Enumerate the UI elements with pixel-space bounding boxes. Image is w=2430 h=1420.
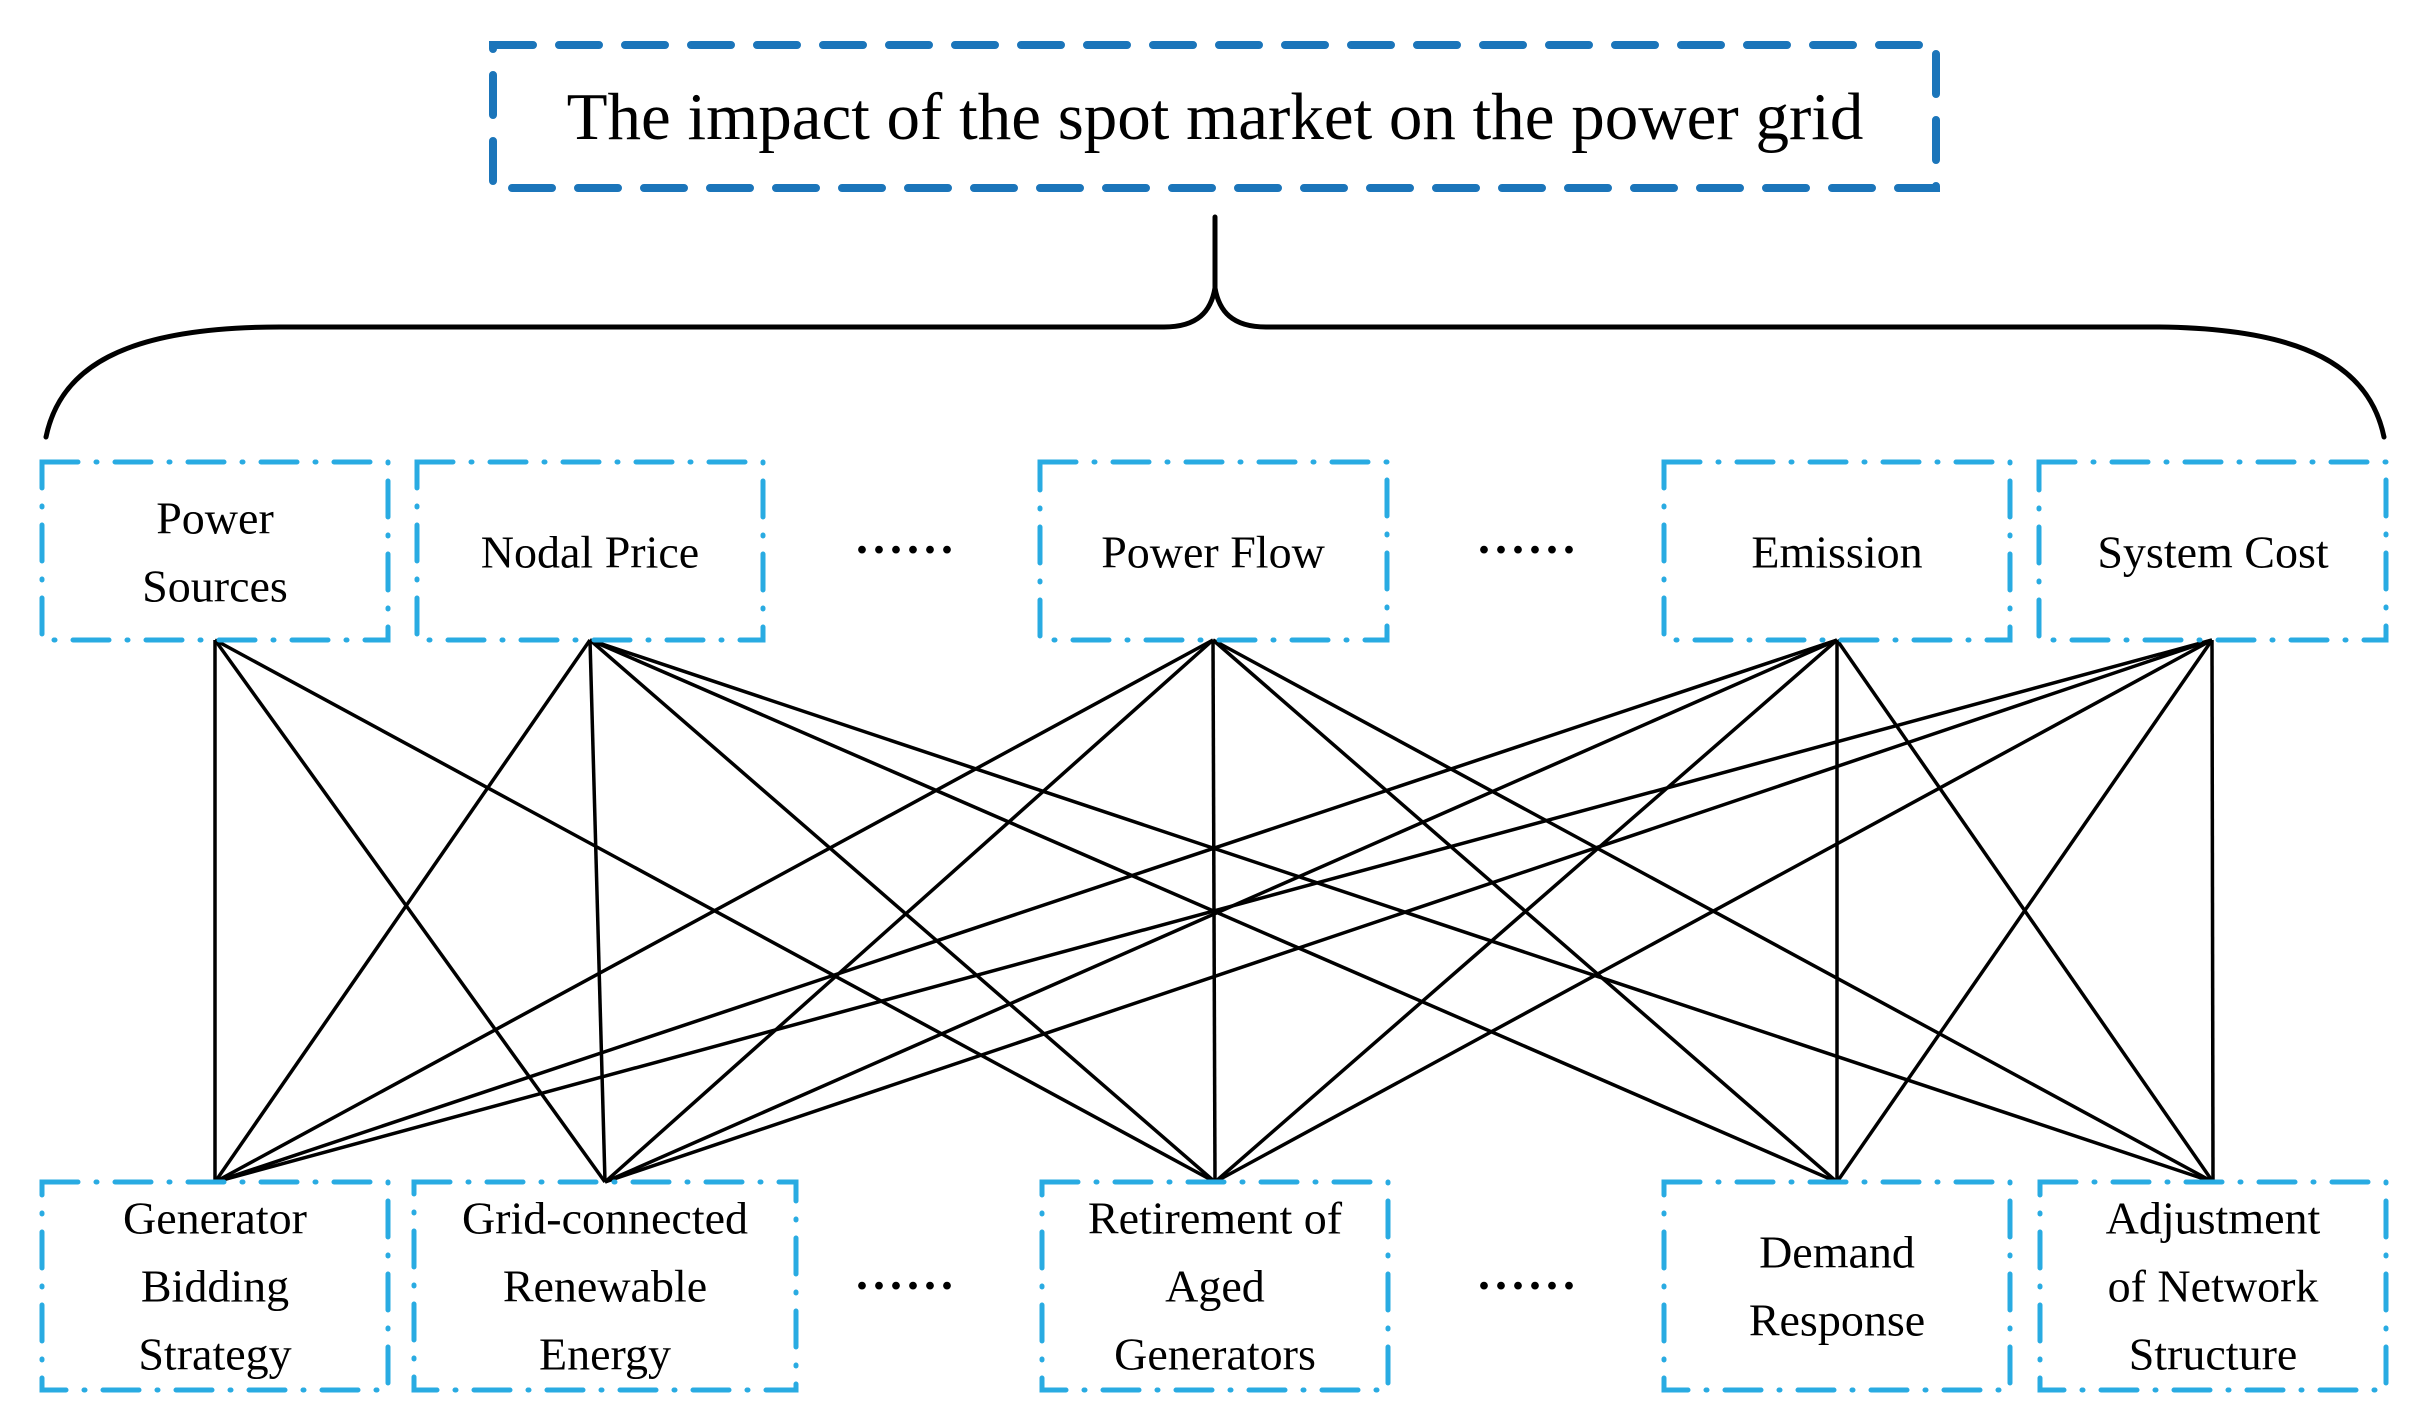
bottom-node-adjustment-of-network-structure: Adjustment of Network Structure bbox=[2037, 1179, 2389, 1393]
edge-nodal-price--retirement-of-aged-generators bbox=[588, 638, 1217, 1184]
curly-brace bbox=[43, 214, 2387, 440]
top-node-nodal-price: Nodal Price bbox=[414, 459, 766, 643]
nodal-price-label: Nodal Price bbox=[481, 527, 699, 578]
generator-bidding-strategy-line2: Bidding bbox=[141, 1261, 289, 1312]
edge-emission--retirement-of-aged-generators bbox=[1213, 638, 1839, 1184]
ellipsis-bottom-left: ······ bbox=[854, 1260, 956, 1313]
edge-emission--grid-connected-renewable-energy bbox=[604, 638, 1838, 1184]
adjustment-of-network-structure-box-border bbox=[2037, 1179, 2389, 1393]
ellipsis-bottom-right: ······ bbox=[1476, 1260, 1578, 1313]
grid-connected-renewable-energy-box-border bbox=[411, 1179, 799, 1393]
edge-system-cost--generator-bidding-strategy bbox=[214, 638, 2213, 1184]
adjustment-of-network-structure-line3: Structure bbox=[2129, 1329, 2298, 1380]
edge-lines-group bbox=[213, 638, 2215, 1184]
bottom-node-generator-bidding-strategy: Generator Bidding Strategy bbox=[39, 1179, 391, 1393]
top-node-power-flow: Power Flow bbox=[1037, 459, 1390, 643]
ellipsis-middle-left: ······ bbox=[854, 524, 956, 577]
adjustment-of-network-structure-line2: of Network bbox=[2108, 1261, 2319, 1312]
nodal-price-box-border bbox=[414, 459, 766, 643]
generator-bidding-strategy-line3: Strategy bbox=[138, 1329, 291, 1380]
grid-connected-renewable-energy-line2: Renewable bbox=[503, 1261, 707, 1312]
edge-system-cost--adjustment-of-network-structure bbox=[2210, 639, 2215, 1183]
grid-connected-renewable-energy-line1: Grid-connected bbox=[462, 1193, 748, 1244]
bottom-node-demand-response: Demand Response bbox=[1661, 1179, 2013, 1393]
demand-response-box-border bbox=[1661, 1179, 2013, 1393]
title-node: The impact of the spot market on the pow… bbox=[489, 41, 1940, 192]
emission-box-border bbox=[1661, 459, 2013, 643]
title-box-border bbox=[489, 41, 1940, 192]
bottom-node-grid-connected-renewable-energy: Grid-connected Renewable Energy bbox=[411, 1179, 799, 1393]
edge-nodal-price--generator-bidding-strategy bbox=[213, 639, 592, 1183]
power-sources-label-line1: Power bbox=[156, 493, 274, 544]
power-flow-box-border bbox=[1037, 459, 1390, 643]
top-node-system-cost: System Cost bbox=[2036, 459, 2389, 643]
demand-response-line1: Demand bbox=[1759, 1227, 1915, 1278]
top-node-power-sources: Power Sources bbox=[39, 459, 391, 643]
power-sources-label-line2: Sources bbox=[142, 561, 288, 612]
retirement-of-aged-generators-box-border bbox=[1039, 1179, 1391, 1393]
generator-bidding-strategy-box-border bbox=[39, 1179, 391, 1393]
power-sources-box-border bbox=[39, 459, 391, 643]
bottom-node-retirement-of-aged-generators: Retirement of Aged Generators bbox=[1039, 1179, 1391, 1393]
top-node-emission: Emission bbox=[1661, 459, 2013, 643]
edge-system-cost--grid-connected-renewable-energy bbox=[604, 638, 2213, 1184]
edge-nodal-price--grid-connected-renewable-energy bbox=[588, 639, 607, 1183]
edge-emission--generator-bidding-strategy bbox=[214, 638, 1838, 1184]
adjustment-of-network-structure-line1: Adjustment bbox=[2106, 1193, 2321, 1244]
generator-bidding-strategy-line1: Generator bbox=[123, 1193, 307, 1244]
edge-power-flow--grid-connected-renewable-energy bbox=[603, 638, 1215, 1184]
power-flow-label: Power Flow bbox=[1101, 527, 1325, 578]
edge-nodal-price--adjustment-of-network-structure bbox=[589, 638, 2214, 1184]
demand-response-line2: Response bbox=[1749, 1295, 1925, 1346]
brace-curve bbox=[43, 287, 2387, 440]
edge-power-sources--grid-connected-renewable-energy bbox=[213, 638, 607, 1184]
edge-system-cost--retirement-of-aged-generators bbox=[1214, 638, 2213, 1184]
ellipsis-middle-right: ······ bbox=[1476, 524, 1578, 577]
system-cost-box-border bbox=[2036, 459, 2389, 643]
edge-system-cost--demand-response bbox=[1835, 639, 2214, 1183]
page-title: The impact of the spot market on the pow… bbox=[567, 80, 1864, 154]
retirement-of-aged-generators-line3: Generators bbox=[1114, 1329, 1316, 1380]
emission-label: Emission bbox=[1751, 527, 1922, 578]
grid-connected-renewable-energy-line3: Energy bbox=[539, 1329, 671, 1380]
retirement-of-aged-generators-line2: Aged bbox=[1165, 1261, 1265, 1312]
edge-power-flow--generator-bidding-strategy bbox=[214, 638, 1214, 1184]
retirement-of-aged-generators-line1: Retirement of bbox=[1088, 1193, 1343, 1244]
system-cost-label: System Cost bbox=[2097, 527, 2329, 578]
